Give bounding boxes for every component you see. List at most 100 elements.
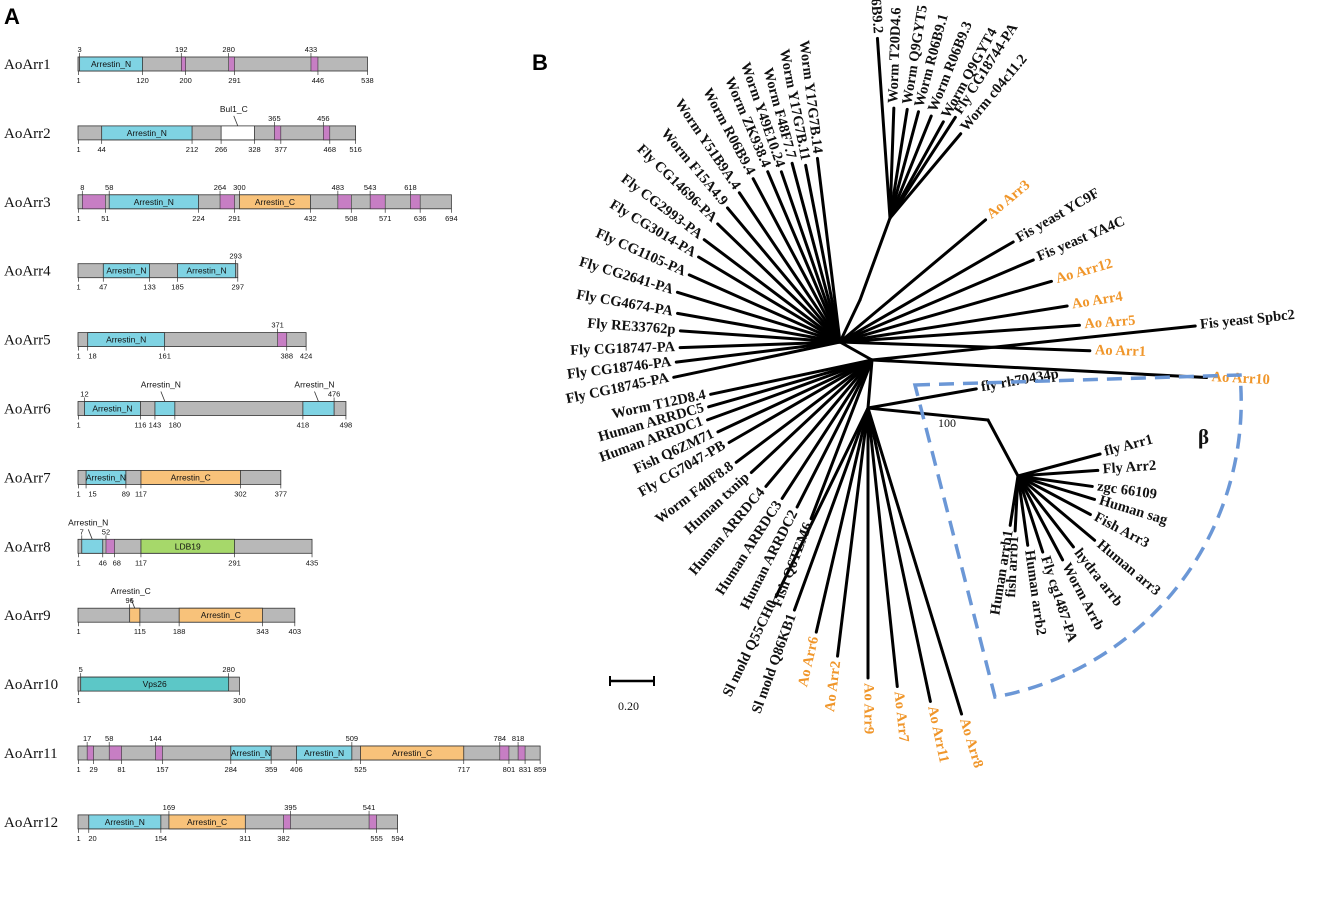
tree-branch — [866, 358, 874, 410]
domain-arrestin_n — [302, 401, 335, 416]
residue-number-top: 169 — [163, 803, 176, 812]
tree-branch — [676, 311, 842, 344]
residue-number-top: 280 — [222, 45, 235, 54]
tree-branches — [672, 36, 1209, 716]
residue-number-bottom: 1 — [76, 627, 80, 636]
domain-label: Arrestin_N — [105, 817, 145, 827]
domain-label: Arrestin_N — [231, 748, 271, 758]
motif-block — [219, 194, 235, 210]
domain-arrestin_n — [88, 814, 162, 830]
tree-branch — [838, 279, 1053, 344]
motif-block — [228, 56, 235, 72]
residue-number-bottom: 161 — [158, 352, 171, 361]
residue-number-top: 541 — [363, 803, 376, 812]
tree-leaf-label: Worm T20D4.6 — [885, 7, 904, 103]
domain-bul1 — [220, 125, 255, 141]
tree-branch — [888, 110, 920, 220]
residue-number-bottom: 44 — [98, 145, 106, 154]
residue-number-top: 17 — [83, 734, 91, 743]
tree-leaf-label: Fly Arr2 — [1102, 458, 1157, 478]
residue-number-bottom: 143 — [149, 421, 162, 430]
residue-number-bottom: 157 — [156, 765, 169, 774]
tree-leaf-label: Ao Arr3 — [984, 177, 1033, 222]
residue-number-bottom: 29 — [89, 765, 97, 774]
tree-branch — [751, 177, 842, 344]
residue-number-bottom: 801 — [503, 765, 516, 774]
tree-branch — [780, 358, 874, 500]
domain-arrestin_n — [230, 745, 272, 761]
residue-number-bottom: 432 — [304, 214, 317, 223]
tree-branch — [792, 406, 870, 612]
tree-branch — [888, 106, 896, 220]
beta-clade-label: β — [1198, 425, 1209, 449]
tree-leaf-label: Ao Arr7 — [890, 690, 911, 743]
tree-branch — [888, 114, 933, 220]
domain-arrestin_c — [140, 469, 241, 485]
residue-number-bottom: 636 — [414, 214, 427, 223]
residue-number-top: 280 — [222, 665, 235, 674]
residue-number-top: 52 — [102, 527, 110, 536]
motif-block — [337, 194, 352, 210]
tree-branch — [875, 36, 892, 220]
tree-leaf-label: Ao Arr9 — [861, 683, 877, 734]
tree-branch — [1016, 474, 1045, 554]
residue-number-top: 395 — [284, 803, 297, 812]
residue-number-bottom: 185 — [171, 283, 184, 292]
tree-branch — [1016, 474, 1097, 542]
motif-block — [82, 194, 106, 210]
protein-name: AoArr5 — [4, 333, 51, 349]
scale-bar-label: 0.20 — [618, 699, 639, 713]
residue-number-bottom: 1 — [76, 76, 80, 85]
tree-branch — [672, 340, 842, 379]
tree-branch — [870, 324, 1197, 362]
tree-branch — [866, 406, 932, 703]
tree-branch — [790, 161, 842, 344]
domain-arrestin_n — [154, 401, 176, 416]
tree-branch — [858, 216, 892, 302]
domain-label: Arrestin_N — [92, 404, 132, 414]
motif-block — [517, 745, 526, 761]
domain-arrestin_n — [102, 263, 150, 279]
residue-number-bottom: 188 — [173, 627, 186, 636]
residue-number-top: 784 — [494, 734, 507, 743]
residue-number-bottom: 284 — [225, 765, 238, 774]
residue-number-top: 3 — [78, 45, 82, 54]
tree-branch — [838, 340, 874, 362]
motif-block — [323, 125, 331, 141]
residue-number-top: 433 — [305, 45, 318, 54]
domain-label: Arrestin_C — [255, 197, 295, 207]
residue-number-bottom: 403 — [289, 627, 302, 636]
domain-ldb19 — [140, 538, 235, 554]
residue-number-bottom: 300 — [233, 696, 246, 705]
residue-number-bottom: 525 — [354, 765, 367, 774]
residue-number-bottom: 435 — [306, 558, 319, 567]
residue-number-top: 5 — [79, 665, 83, 674]
residue-number-bottom: 81 — [117, 765, 125, 774]
tree-branch — [1016, 452, 1102, 478]
tree-branch — [678, 329, 842, 344]
tree-branch — [774, 406, 870, 599]
protein-name: AoArr12 — [4, 815, 58, 831]
tree-branch — [866, 406, 964, 716]
tree-branch — [838, 258, 1035, 344]
protein-name: AoArr7 — [4, 470, 51, 486]
residue-number-bottom: 266 — [215, 145, 228, 154]
residue-number-bottom: 406 — [290, 765, 303, 774]
domain-label: Arrestin_N — [134, 197, 174, 207]
domain-arrestin_n — [296, 745, 353, 761]
scale-bar: 0.20 — [609, 676, 655, 713]
domain-vps26 — [80, 676, 230, 692]
protein-backbone — [77, 56, 368, 72]
residue-number-bottom: 498 — [340, 421, 353, 430]
tree-branch — [1016, 474, 1030, 547]
residue-number-bottom: 1 — [76, 145, 80, 154]
tree-leaf-label: Fly CG18747-PA — [570, 339, 676, 359]
domain-label: Arrestin_N — [294, 380, 334, 390]
protein-name: AoArr1 — [4, 57, 51, 73]
tree-branch — [716, 222, 842, 344]
residue-number-bottom: 594 — [391, 834, 404, 843]
